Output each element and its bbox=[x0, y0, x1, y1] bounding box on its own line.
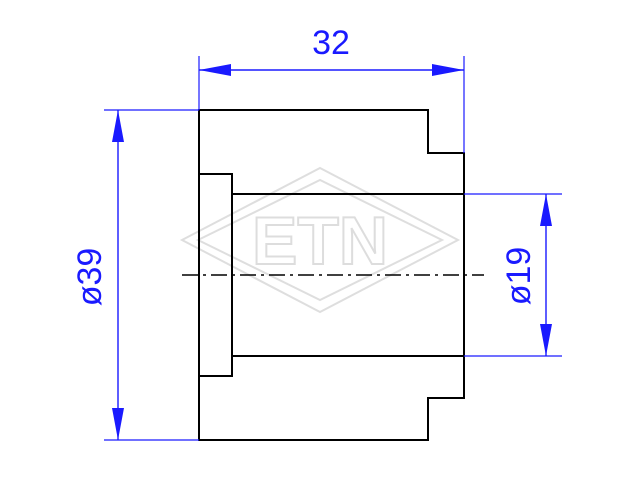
outer-diameter-label: ø39 bbox=[71, 248, 109, 307]
inner-diameter-dimension: ø19 bbox=[464, 193, 562, 357]
length-dimension: 32 bbox=[198, 24, 465, 153]
watermark-logo: ETN bbox=[179, 166, 461, 314]
watermark-text: ETN bbox=[252, 203, 388, 279]
part-outline bbox=[198, 109, 465, 441]
inner-diameter-label: ø19 bbox=[500, 247, 538, 306]
length-dimension-label: 32 bbox=[312, 24, 350, 62]
outer-diameter-dimension: ø39 bbox=[71, 109, 199, 441]
